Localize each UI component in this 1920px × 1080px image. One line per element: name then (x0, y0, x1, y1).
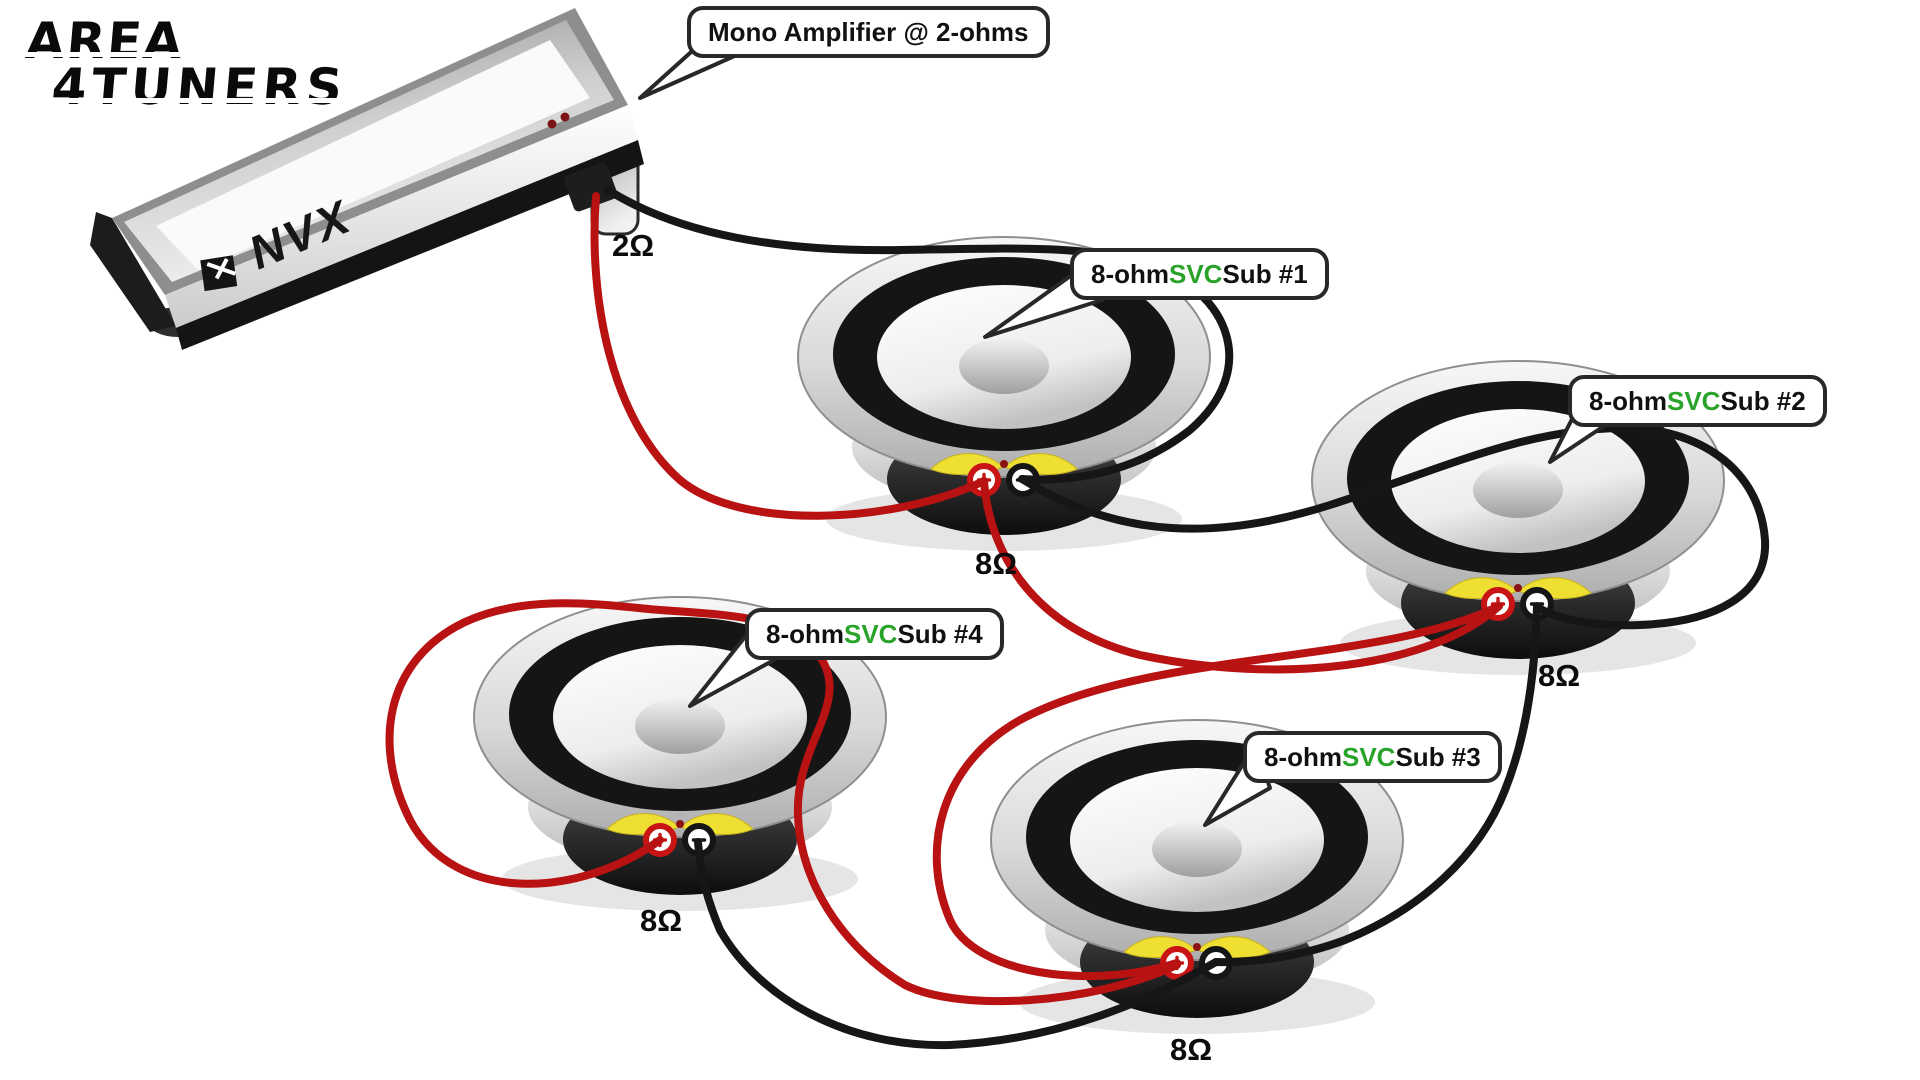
logo-stencil-cut (50, 98, 360, 103)
sub1-impedance-label: 8Ω (975, 546, 1018, 581)
callout-sub2: 8-ohm SVC Sub #2 (1568, 375, 1827, 427)
callout-sub1: 8-ohm SVC Sub #1 (1070, 248, 1329, 300)
callout-sub4: 8-ohm SVC Sub #4 (745, 608, 1004, 660)
positive-wires (385, 192, 1503, 1006)
callout-amp-text: Mono Amplifier @ 2-ohms (708, 16, 1029, 47)
sub4-impedance-label: 8Ω (640, 903, 683, 938)
logo-stencil-cut (20, 52, 215, 57)
amp-left-edge (90, 212, 176, 332)
mono-amplifier: NVX (90, 8, 644, 350)
positive-wire-sub1-to-sub2 (980, 477, 1503, 674)
sub2-impedance-label: 8Ω (1538, 658, 1581, 693)
callout-sub3-suffix: Sub #3 (1395, 741, 1481, 772)
sub3-impedance-label: 8Ω (1170, 1032, 1213, 1067)
callout-sub4-prefix: 8-ohm (766, 618, 844, 649)
callout-sub3-svc: SVC (1342, 741, 1396, 772)
callout-sub3-prefix: 8-ohm (1264, 741, 1342, 772)
positive-wire-amp-to-sub1 (590, 192, 988, 520)
negative-wire-sub3-to-sub4 (694, 838, 1220, 1050)
logo-line2: 4TUNERS (49, 58, 350, 116)
nvx-logo-icon (200, 255, 238, 292)
callout-amp: Mono Amplifier @ 2-ohms (687, 6, 1050, 58)
area4tuners-logo: AREA 4TUNERS (20, 12, 353, 116)
callout-sub2-suffix: Sub #2 (1720, 385, 1806, 416)
callout-sub4-suffix: Sub #4 (897, 618, 983, 649)
negative-wire-sub2-to-sub3 (1212, 602, 1541, 967)
positive-wire-sub4-to-sub3 (385, 599, 1181, 1006)
callout-sub2-svc: SVC (1667, 385, 1721, 416)
callout-sub4-svc: SVC (844, 618, 898, 649)
callout-sub1-svc: SVC (1169, 258, 1223, 289)
amp-led (560, 112, 570, 122)
amp-led (547, 119, 557, 129)
amp-impedance-label: 2Ω (612, 228, 655, 263)
positive-wire-sub2-to-sub3 (932, 602, 1503, 980)
amp-front-face (165, 105, 638, 328)
amp-top-panel (156, 40, 590, 270)
amp-bottom-band (176, 140, 644, 350)
callout-sub2-prefix: 8-ohm (1589, 385, 1667, 416)
amp-speaker-terminal-block (563, 162, 618, 212)
callout-sub1-suffix: Sub #1 (1222, 258, 1308, 289)
callout-sub1-prefix: 8-ohm (1091, 258, 1169, 289)
negative-wire-sub1-to-sub2 (1018, 423, 1770, 630)
callout-sub3: 8-ohm SVC Sub #3 (1243, 731, 1502, 783)
